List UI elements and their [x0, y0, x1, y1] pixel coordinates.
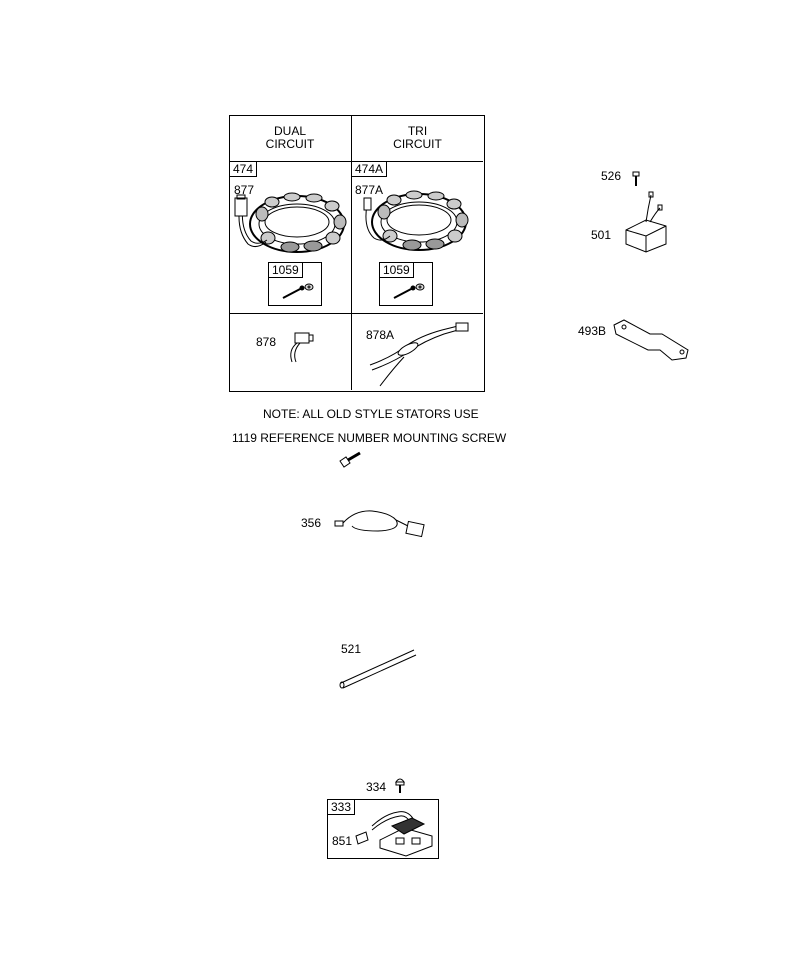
tri-header-line2: CIRCUIT	[393, 137, 442, 151]
callout-851: 851	[332, 834, 353, 848]
rectifier-kit-box	[327, 799, 439, 859]
callout-878: 878	[256, 335, 277, 349]
rectifier-333-drawing	[371, 811, 433, 857]
harness-878A-drawing	[369, 322, 469, 387]
callout-1059-left: 1059	[268, 262, 303, 278]
mounting-screw-1119-drawing	[339, 451, 361, 468]
dual-circuit-header: DUAL CIRCUIT	[229, 125, 351, 151]
callout-878A: 878A	[366, 328, 395, 342]
callout-356: 356	[301, 516, 322, 530]
tube-521-drawing	[339, 649, 417, 689]
note-line1: NOTE: ALL OLD STYLE STATORS USE	[263, 407, 479, 421]
stator-table	[229, 115, 485, 392]
table-divider-vertical	[351, 115, 352, 390]
callout-493B: 493B	[578, 324, 607, 338]
dual-header-line1: DUAL	[273, 124, 306, 138]
wire-356-drawing	[334, 510, 425, 538]
table-divider-row	[229, 313, 483, 314]
clip-851-drawing	[355, 831, 369, 845]
screw-526-drawing	[632, 171, 640, 186]
callout-877: 877	[234, 183, 255, 197]
callout-1059-right: 1059	[379, 262, 414, 278]
callout-333: 333	[327, 799, 356, 815]
dual-header-line2: CIRCUIT	[265, 137, 315, 151]
callout-334: 334	[366, 780, 387, 794]
screw-334-drawing	[395, 778, 405, 793]
tri-header-line1: TRI	[407, 124, 428, 138]
regulator-501-drawing	[625, 191, 667, 253]
table-divider-header	[229, 161, 483, 162]
callout-877A: 877A	[355, 183, 384, 197]
callout-501: 501	[591, 228, 612, 242]
connector-878-drawing	[290, 332, 314, 363]
tri-circuit-header: TRI CIRCUIT	[352, 125, 483, 151]
screw-washer-left-drawing	[282, 283, 314, 299]
bracket-493B-drawing	[613, 319, 689, 361]
screw-washer-right-drawing	[393, 283, 425, 299]
callout-474A: 474A	[352, 162, 388, 177]
stator-tri-drawing	[363, 190, 469, 251]
callout-526: 526	[601, 169, 622, 183]
callout-474: 474	[230, 162, 258, 177]
note-line2: 1119 REFERENCE NUMBER MOUNTING SCREW	[232, 431, 507, 445]
stator-dual-drawing	[234, 192, 347, 253]
callout-521: 521	[341, 642, 362, 656]
